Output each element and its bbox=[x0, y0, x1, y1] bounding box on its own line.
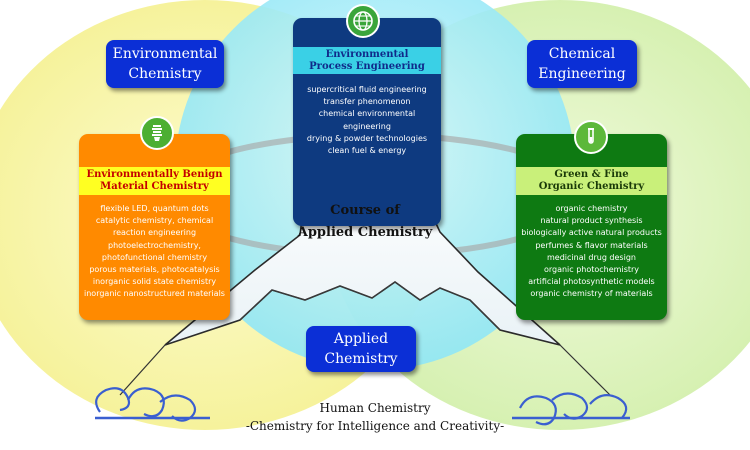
label-chemical-engineering: Chemical Engineering bbox=[527, 40, 637, 88]
course-title: Course of Applied Chemistry bbox=[290, 200, 440, 244]
label-environmental-chemistry-line1: Environmental bbox=[112, 46, 218, 62]
card-process-title-band bbox=[293, 47, 441, 74]
label-applied-chemistry-line1: Applied bbox=[333, 331, 389, 347]
list-item: perfumes & flavor materials bbox=[535, 240, 648, 250]
card-process-title-line1: Environmental bbox=[325, 49, 409, 60]
card-environmentally-benign-material-chemistry: Environmentally Benign Material Chemistr… bbox=[79, 134, 230, 320]
card-benign-title-line2: Material Chemistry bbox=[100, 181, 209, 192]
mountain-ridge bbox=[239, 281, 501, 331]
list-item: natural product synthesis bbox=[540, 216, 643, 226]
card-benign-title: Environmentally Benign Material Chemistr… bbox=[79, 169, 230, 193]
test-tube-icon bbox=[574, 120, 608, 154]
mountain-slope-left bbox=[119, 344, 166, 396]
list-item: catalytic chemistry, chemical bbox=[95, 216, 214, 226]
card-green-title: Green & Fine Organic Chemistry bbox=[516, 169, 667, 193]
list-item: chemical environmental bbox=[318, 109, 416, 119]
globe-icon bbox=[346, 4, 380, 38]
card-process-title: Environmental Process Engineering bbox=[293, 49, 441, 73]
cloud-swirl-left bbox=[95, 387, 210, 422]
card-process-items: supercritical fluid engineering transfer… bbox=[293, 84, 441, 157]
list-item: photoelectrochemistry, bbox=[108, 240, 201, 250]
card-environmental-process-engineering: Environmental Process Engineering superc… bbox=[293, 18, 441, 226]
label-chemical-engineering-line2: Engineering bbox=[538, 66, 626, 82]
card-benign-title-line1: Environmentally Benign bbox=[86, 169, 223, 180]
label-chemical-engineering-line1: Chemical bbox=[548, 46, 616, 62]
footer-line1: Human Chemistry bbox=[319, 401, 431, 415]
list-item: clean fuel & energy bbox=[327, 146, 407, 156]
card-green-title-line2: Organic Chemistry bbox=[538, 181, 645, 192]
cloud-swirl-right bbox=[512, 392, 630, 426]
list-item: porous materials, photocatalysis bbox=[89, 265, 220, 275]
list-item: transfer phenomenon bbox=[323, 97, 411, 107]
card-benign-title-band bbox=[79, 167, 230, 195]
course-title-line1: Course of bbox=[330, 203, 400, 218]
label-environmental-chemistry-line2: Chemistry bbox=[128, 66, 202, 82]
label-applied-chemistry: Applied Chemistry bbox=[306, 326, 416, 372]
mountain-slope-right bbox=[559, 344, 611, 396]
list-item: reaction engineering bbox=[112, 228, 197, 238]
label-applied-chemistry-line2: Chemistry bbox=[324, 351, 398, 367]
list-item: inorganic solid state chemistry bbox=[92, 277, 217, 287]
list-item: artificial photosynthetic models bbox=[528, 277, 655, 287]
footer-line2: -Chemistry for Intelligence and Creativi… bbox=[245, 419, 505, 433]
list-item: engineering bbox=[343, 121, 391, 131]
lightbulb-icon bbox=[140, 116, 174, 150]
card-benign-items: flexible LED, quantum dots catalytic che… bbox=[79, 203, 230, 301]
list-item: drying & powder technologies bbox=[306, 133, 428, 143]
card-green-fine-organic-chemistry: Green & Fine Organic Chemistry organic c… bbox=[516, 134, 667, 320]
list-item: organic photochemistry bbox=[543, 265, 640, 275]
list-item: photofunctional chemistry bbox=[101, 252, 208, 262]
course-title-line2: Applied Chemistry bbox=[297, 225, 433, 240]
card-green-title-line1: Green & Fine bbox=[554, 169, 629, 180]
list-item: medicinal drug design bbox=[547, 252, 636, 262]
list-item: supercritical fluid engineering bbox=[307, 85, 427, 94]
label-environmental-chemistry: Environmental Chemistry bbox=[106, 40, 224, 88]
card-green-items: organic chemistry natural product synthe… bbox=[516, 203, 667, 301]
card-process-title-line2: Process Engineering bbox=[309, 61, 425, 72]
footer-caption: Human Chemistry -Chemistry for Intellige… bbox=[150, 399, 600, 435]
list-item: organic chemistry bbox=[555, 204, 628, 213]
card-green-title-band bbox=[516, 167, 667, 195]
list-item: flexible LED, quantum dots bbox=[100, 204, 209, 213]
list-item: biologically active natural products bbox=[521, 228, 662, 238]
list-item: organic chemistry of materials bbox=[530, 289, 653, 299]
list-item: inorganic nanostructured materials bbox=[84, 289, 225, 299]
